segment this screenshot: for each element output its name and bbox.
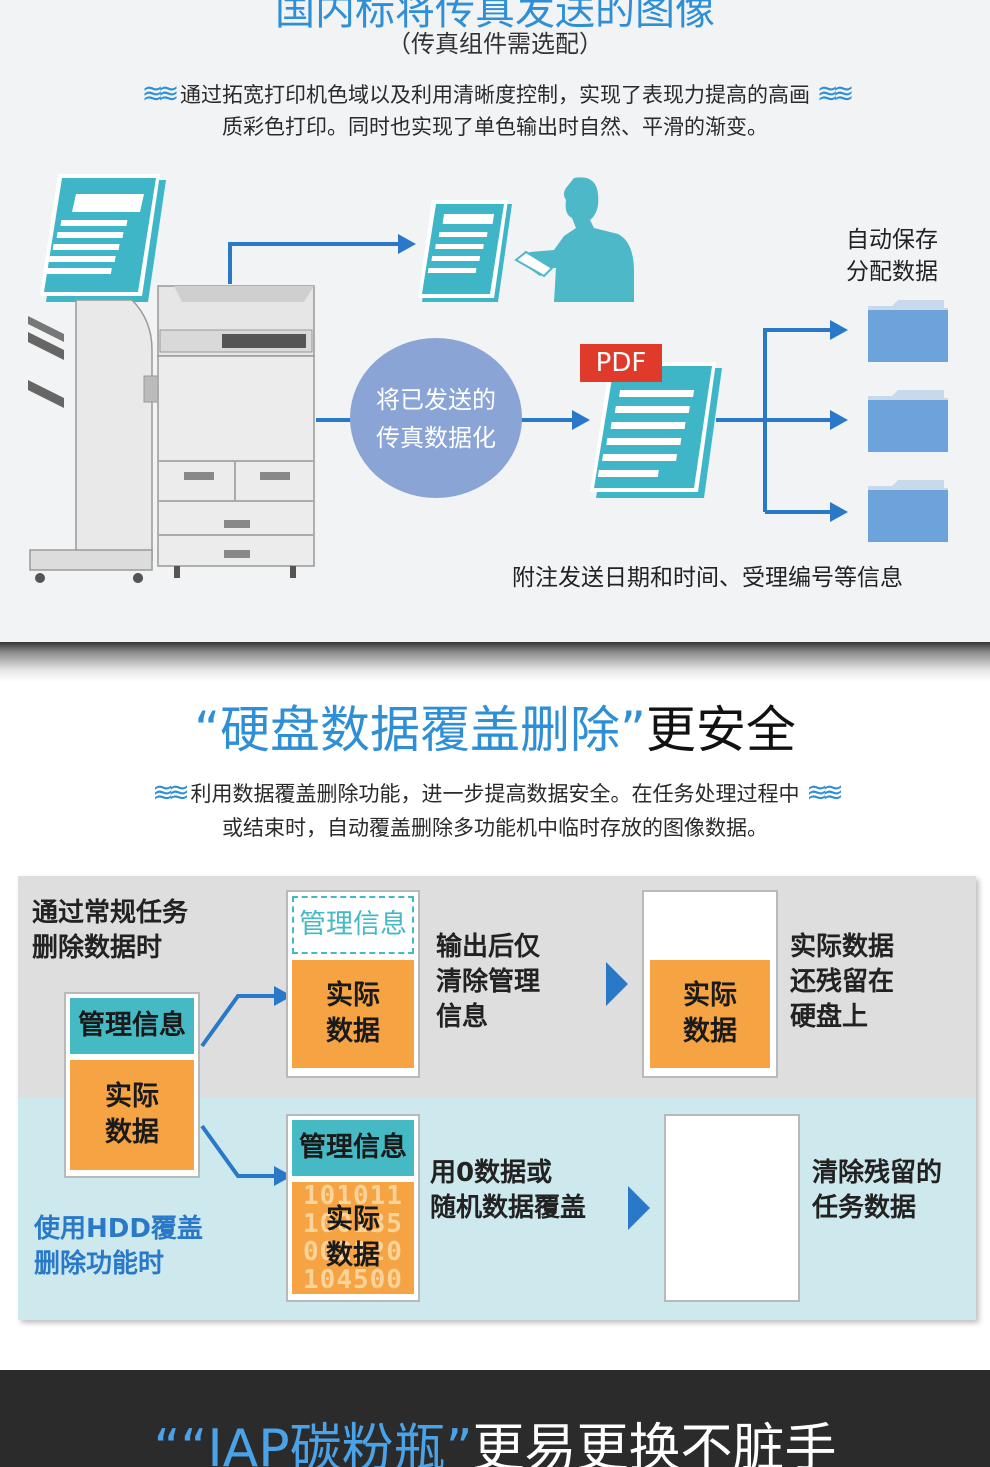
wave-icon: ≋≋ [806,778,843,808]
auto-save-label: 自动保存 分配数据 [846,224,966,288]
pdf-badge: PDF [580,344,662,382]
section-divider [0,642,990,682]
actual-line: 实际 [683,980,737,1011]
branch-arrows [200,986,292,1186]
toner-section: ““IAP碳粉瓶”更易更换不脏手 [0,1370,990,1467]
overwrite-card: 管理信息 101011 100135 002120 104500 实际数据 [286,1114,420,1302]
hdd-delete-label: 使用HDD覆盖 删除功能时 [34,1212,203,1282]
actual-line: 数据 [105,1117,159,1148]
note-text: 附注发送日期和时间、受理编号等信息 [512,565,903,591]
binary-overlay: 101011 100135 002120 104500 [292,1182,414,1294]
arrow-right-icon [628,1186,650,1230]
hdd-description: ≋≋ 利用数据覆盖删除功能，进一步提高数据安全。在任务处理过程中 ≋≋ 或结束时… [0,776,990,845]
save-line-2: 分配数据 [846,259,938,285]
text-line: 随机数据覆盖 [430,1193,587,1223]
title-quoted: “硬盘数据覆盖删除” [194,701,646,759]
overwritten-data-block: 101011 100135 002120 104500 实际数据 [292,1182,414,1294]
desc-line-1: 通过拓宽打印机色域以及利用清晰度控制，实现了表现力提高的高画 [180,83,810,107]
cleared-text: 清除残留的 任务数据 [812,1156,942,1226]
document-stack-icon [40,174,166,302]
overwrite-text: 用0数据或 随机数据覆盖 [430,1156,586,1226]
title-rest: 更安全 [645,701,796,759]
fax-document-icon [418,200,512,302]
arrow-right-icon [606,962,628,1006]
text-line: 任务数据 [812,1193,917,1223]
cleared-card [664,1114,800,1302]
digitize-circle: 将已发送的 传真数据化 [350,338,522,498]
mgmt-info-cleared-block: 管理信息 [292,896,414,954]
title-rest: 更易更换不脏手 [472,1419,837,1467]
text-line: 硬盘上 [790,1002,869,1032]
actual-data-block: 实际数据 [292,960,414,1068]
text-line: 输出后仅 [436,932,541,962]
actual-line: 实际 [105,1081,159,1112]
actual-line: 数据 [683,1016,737,1047]
toner-section-title: ““IAP碳粉瓶”更易更换不脏手 [0,1406,990,1467]
person-icon [514,177,634,302]
actual-line: 数据 [326,1016,380,1047]
section-description: ≋≋ 通过拓宽打印机色域以及利用清晰度控制，实现了表现力提高的高画 ≋≋ 质彩色… [0,78,990,143]
mgmt-info-block: 管理信息 [70,998,194,1054]
save-line-1: 自动保存 [846,227,938,253]
printer-icon [28,285,315,583]
mgmt-info-block: 管理信息 [292,1120,414,1176]
desc-line-1: 利用数据覆盖删除功能，进一步提高数据安全。在任务处理过程中 [190,782,800,806]
normal-delete-label: 通过常规任务 删除数据时 [32,896,188,966]
actual-line: 实际 [326,1204,380,1235]
title-quoted: ““IAP碳粉瓶” [153,1419,473,1467]
label-line: 删除数据时 [32,933,163,963]
folder-icon [868,480,948,542]
binary-line: 002120 [303,1237,403,1267]
folder-icon [868,390,948,452]
binary-line: 100135 [303,1209,403,1239]
text-line: 信息 [436,1002,489,1032]
text-line: 清除管理 [436,967,541,997]
binary-line: 104500 [303,1265,403,1294]
wave-icon: ≋≋ [816,79,854,109]
actual-line: 实际 [326,980,380,1011]
circle-text-1: 将已发送的 [376,386,496,414]
label-line: 删除功能时 [34,1249,165,1279]
section-subtitle: （传真组件需选配） [387,30,603,58]
fax-section: 国内标将传真发送的图像 （传真组件需选配） ≋≋ 通过拓宽打印机色域以及利用清晰… [0,0,990,642]
wave-icon: ≋≋ [152,778,189,808]
label-line: 通过常规任务 [32,898,189,928]
wave-icon: ≋≋ [141,79,179,109]
comparison-panel: 通过常规任务 删除数据时 使用HDD覆盖 删除功能时 管理信息 实际数据 管理信… [18,876,976,1320]
desc-line-2: 质彩色打印。同时也实现了单色输出时自然、平滑的渐变。 [222,115,768,139]
actual-line: 数据 [326,1240,380,1271]
flow-arrows [228,234,848,522]
after-output-card: 管理信息 实际数据 [286,890,420,1078]
label-line: 使用HDD覆盖 [34,1214,203,1244]
source-data-card: 管理信息 实际数据 [64,992,200,1178]
binary-line: 101011 [303,1182,403,1211]
pdf-document-icon [590,362,722,498]
section-heading: 国内标将传真发送的图像 [275,0,715,34]
actual-data-block: 实际数据 [650,960,770,1068]
text-line: 还残留在 [790,967,895,997]
text-line: 用0数据或 [430,1158,553,1188]
residual-data-card: 实际数据 [642,890,778,1078]
output-clear-text: 输出后仅 清除管理 信息 [436,930,540,1035]
folder-icon [868,300,948,362]
circle-text-2: 传真数据化 [376,424,496,452]
text-line: 清除残留的 [812,1158,943,1188]
desc-line-2: 或结束时，自动覆盖删除多功能机中临时存放的图像数据。 [222,816,768,840]
actual-data-block: 实际数据 [70,1060,194,1170]
residual-text: 实际数据 还残留在 硬盘上 [790,930,894,1035]
text-line: 实际数据 [790,932,895,962]
hdd-section-title: “硬盘数据覆盖删除”更安全 [0,690,990,762]
